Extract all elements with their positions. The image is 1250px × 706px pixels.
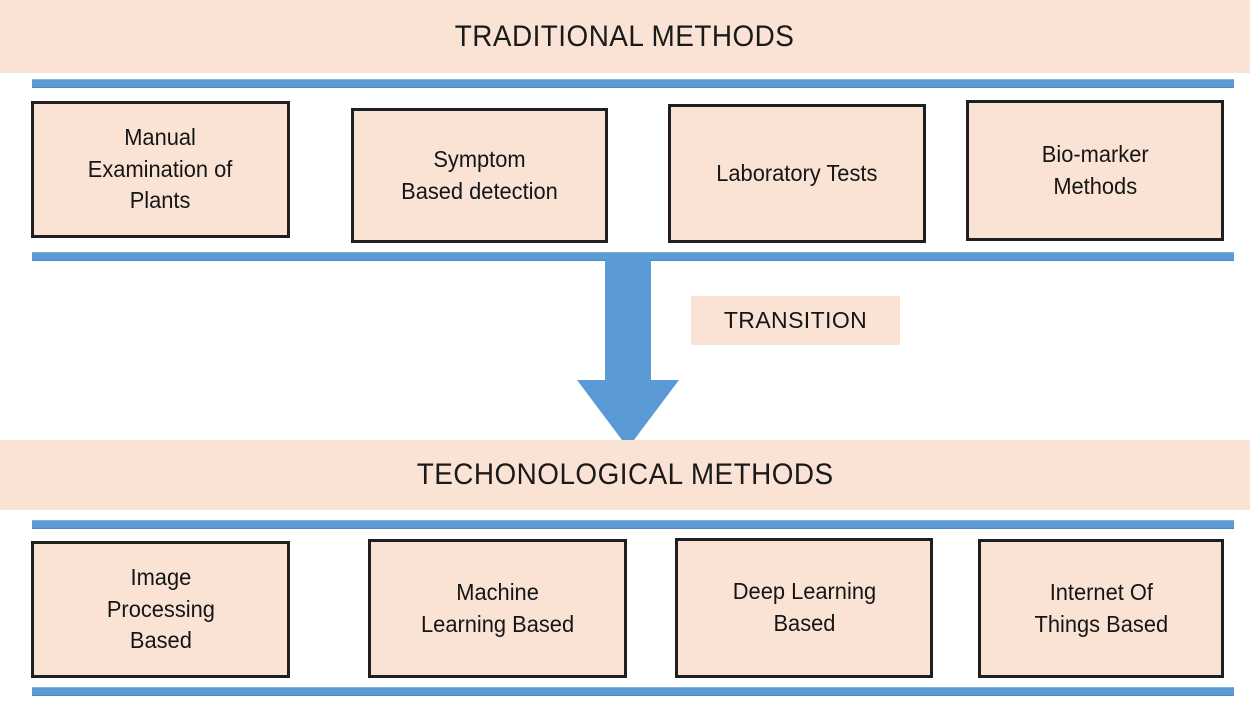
method-box-image-processing: Image Processing Based bbox=[31, 541, 290, 678]
method-box-deep-learning: Deep Learning Based bbox=[675, 538, 933, 678]
technological-methods-header: TECHONOLOGICAL METHODS bbox=[0, 440, 1250, 510]
method-box-label: Symptom Based detection bbox=[401, 145, 558, 204]
method-box-label: Internet Of Things Based bbox=[1034, 578, 1168, 637]
method-box-laboratory-tests: Laboratory Tests bbox=[668, 104, 926, 243]
traditional-methods-header: TRADITIONAL METHODS bbox=[0, 0, 1250, 73]
method-box-internet-of-things: Internet Of Things Based bbox=[978, 539, 1224, 678]
method-box-bio-marker-methods: Bio-marker Methods bbox=[966, 100, 1224, 241]
divider-rule-lower-top bbox=[32, 520, 1234, 529]
method-box-symptom-based-detection: Symptom Based detection bbox=[351, 108, 608, 243]
transition-arrow-icon bbox=[577, 254, 679, 448]
transition-label-text: TRANSITION bbox=[723, 307, 868, 333]
traditional-methods-title: TRADITIONAL METHODS bbox=[455, 19, 795, 53]
method-box-label: Machine Learning Based bbox=[420, 578, 575, 637]
method-box-label: Image Processing Based bbox=[106, 563, 215, 654]
divider-rule-bottom bbox=[32, 687, 1234, 696]
method-box-manual-examination: Manual Examination of Plants bbox=[31, 101, 290, 238]
method-box-label: Deep Learning Based bbox=[732, 578, 876, 636]
transition-label-chip: TRANSITION bbox=[691, 296, 900, 345]
method-box-machine-learning: Machine Learning Based bbox=[368, 539, 627, 678]
method-box-label: Laboratory Tests bbox=[716, 159, 878, 186]
technological-methods-title: TECHONOLOGICAL METHODS bbox=[416, 458, 834, 491]
method-box-label: Bio-marker Methods bbox=[1041, 140, 1149, 199]
method-box-label: Manual Examination of Plants bbox=[88, 123, 233, 214]
divider-rule-top bbox=[32, 79, 1234, 88]
